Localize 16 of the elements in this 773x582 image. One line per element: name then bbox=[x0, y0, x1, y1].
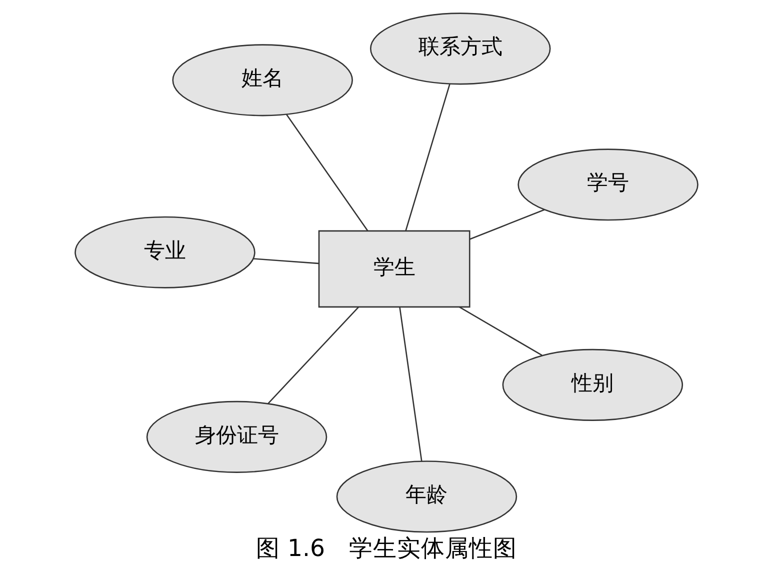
node-ellipse: 学号 bbox=[518, 148, 698, 221]
connector bbox=[405, 84, 450, 231]
node-ellipse: 身份证号 bbox=[146, 400, 328, 473]
node-ellipse: 专业 bbox=[74, 216, 256, 288]
node-box: 学生 bbox=[318, 230, 470, 308]
connector bbox=[286, 114, 368, 232]
node-ellipse: 联系方式 bbox=[370, 12, 551, 85]
node-ellipse: 性别 bbox=[502, 348, 684, 421]
node-ellipse: 姓名 bbox=[172, 44, 353, 116]
caption: 图 1.6 学生实体属性图 bbox=[256, 534, 517, 562]
connector bbox=[399, 306, 422, 462]
node-ellipse: 年龄 bbox=[336, 460, 518, 533]
connector bbox=[469, 209, 545, 240]
connector bbox=[458, 306, 542, 356]
connector bbox=[268, 306, 360, 404]
connector bbox=[253, 258, 319, 264]
